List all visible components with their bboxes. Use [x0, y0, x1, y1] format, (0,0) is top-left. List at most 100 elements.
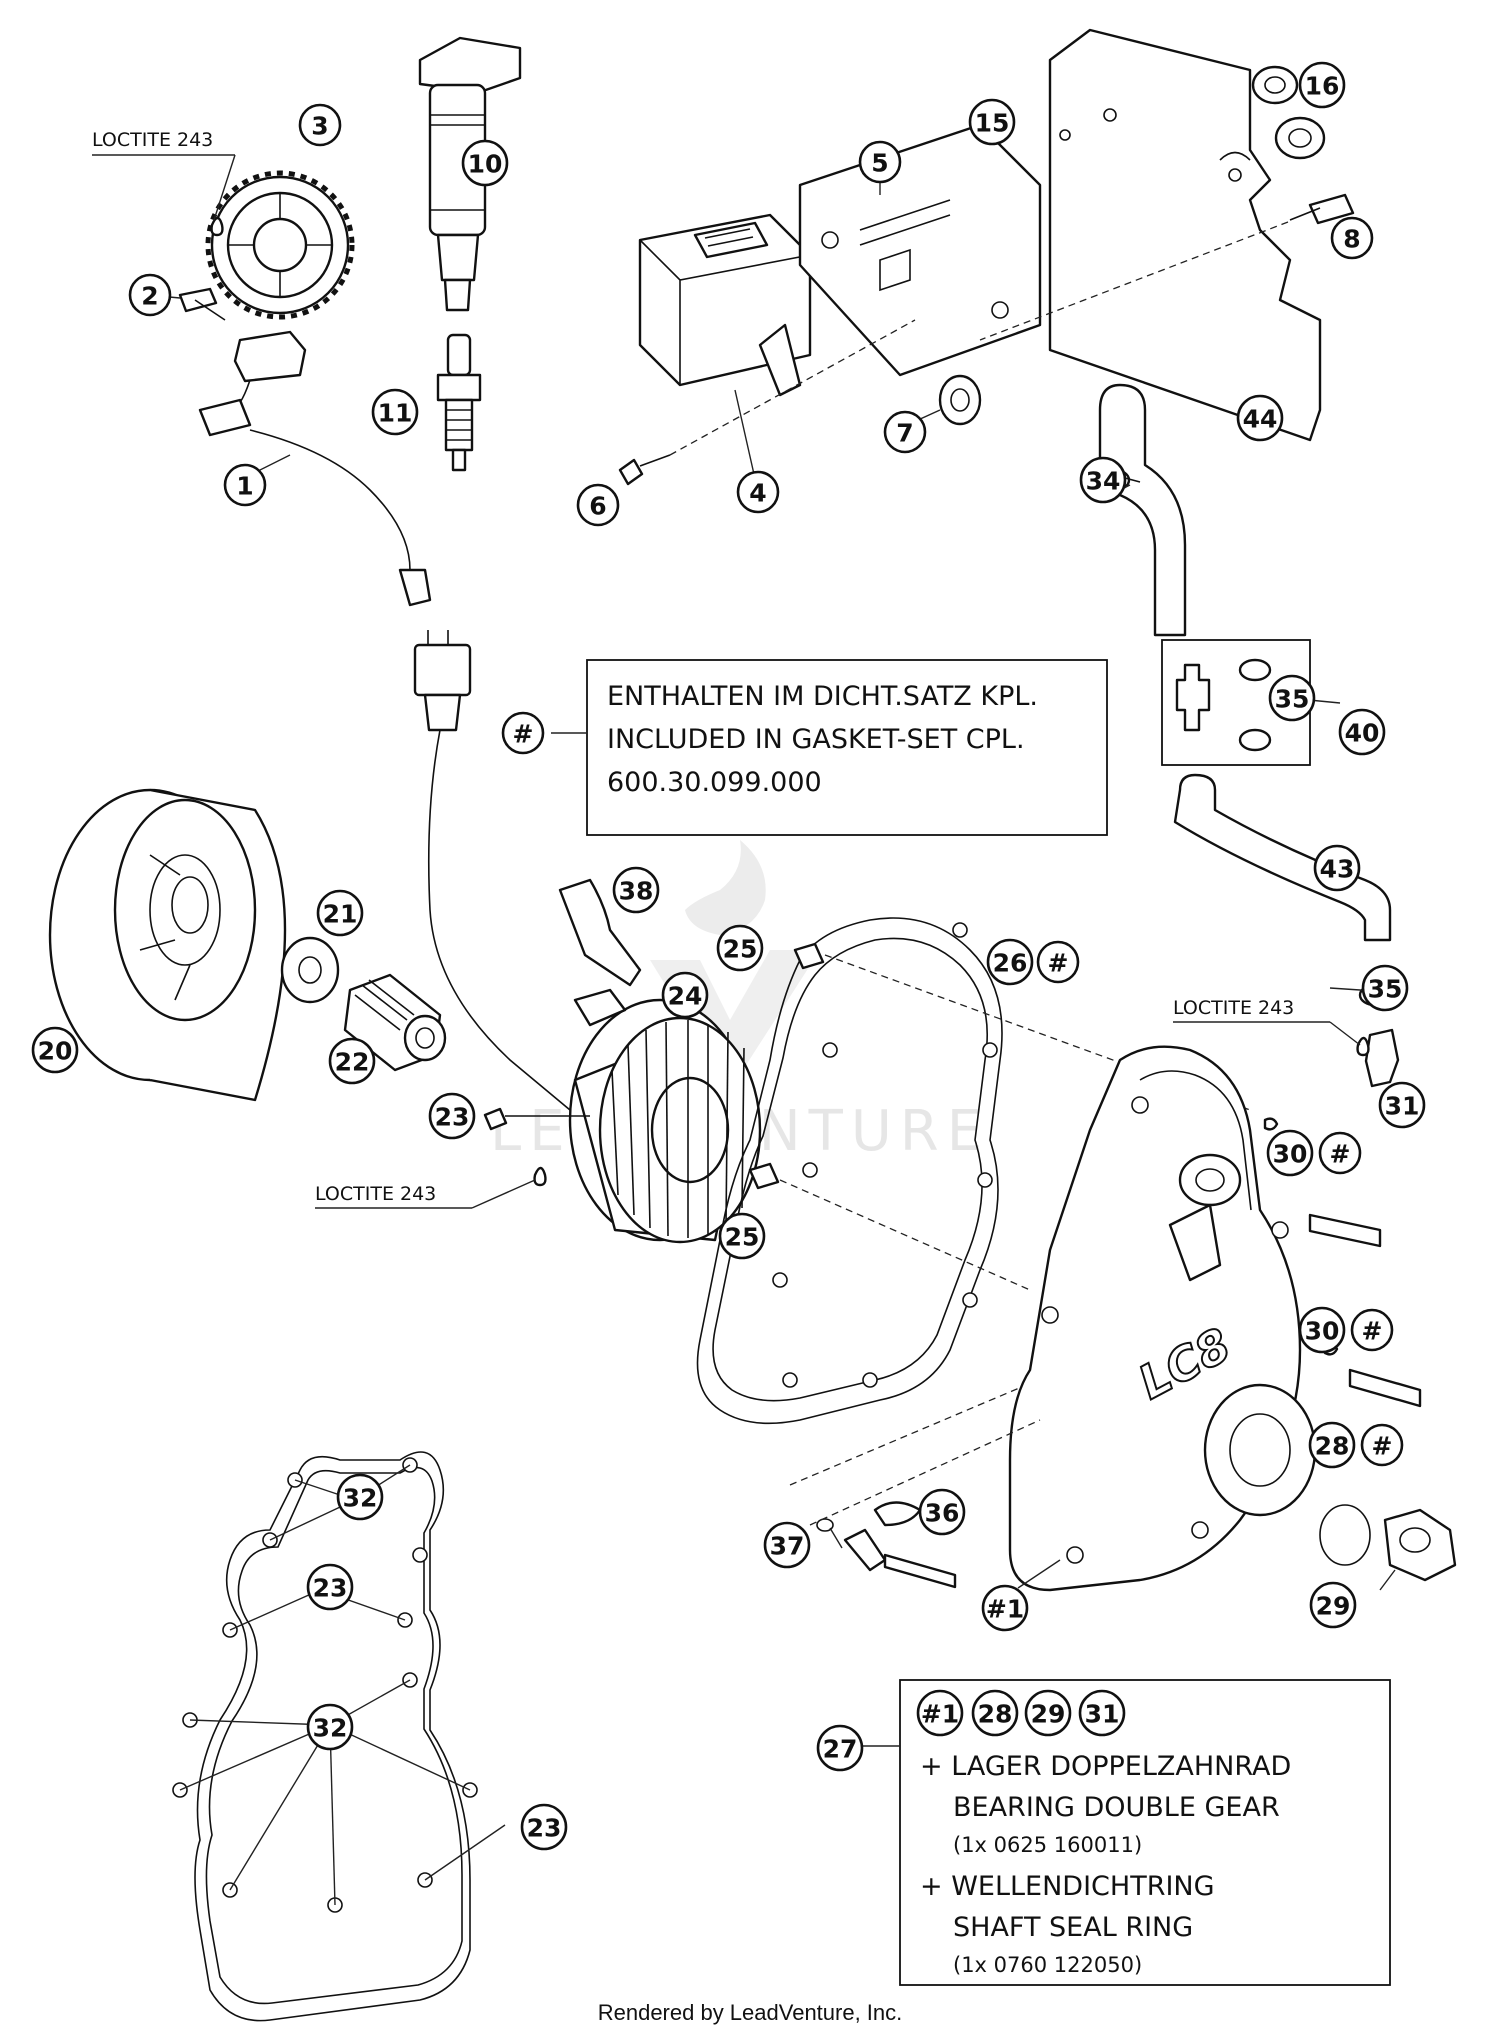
note-line: 600.30.099.000: [607, 767, 822, 798]
part-callout-label: #1: [921, 1700, 959, 1729]
part-callout: #: [1360, 1423, 1404, 1467]
part-callout: #: [501, 711, 545, 755]
control-unit: [638, 213, 812, 397]
part-callout: 4: [736, 470, 780, 514]
note-line: INCLUDED IN GASKET-SET CPL.: [607, 724, 1025, 755]
loctite-labels: LOCTITE 243 LOCTITE 243 LOCTITE 243: [92, 129, 1361, 1209]
part-callout: 38: [612, 866, 660, 914]
part-callout: 29: [1024, 1689, 1072, 1737]
spark-plug: [436, 333, 482, 472]
part-callout: 28: [971, 1689, 1019, 1737]
part-callout: 23: [428, 1092, 476, 1140]
part-callout: 27: [816, 1724, 864, 1772]
part-callout: #: [1318, 1131, 1362, 1175]
stator-cable: [413, 630, 571, 1111]
cover-gasket: [696, 917, 1251, 1486]
cable-clip: [809, 1419, 1041, 1589]
part-callout: #1: [981, 1584, 1029, 1632]
part-callout: 35: [1268, 674, 1316, 722]
part-callout: 20: [31, 1026, 79, 1074]
part-callout-label: 25: [725, 1223, 760, 1252]
part-callout: 22: [328, 1037, 376, 1085]
part-callout: 25: [718, 1212, 766, 1260]
note-line: (1x 0625 160011): [953, 1833, 1142, 1857]
part-callout: 2: [128, 273, 172, 317]
part-callout: #: [1036, 940, 1080, 984]
note-line: ENTHALTEN IM DICHT.SATZ KPL.: [607, 681, 1038, 712]
part-callout: #1: [916, 1689, 964, 1737]
part-callout-label: 25: [723, 935, 758, 964]
part-callout-label: 7: [896, 419, 913, 448]
part-callout-label: 6: [589, 492, 606, 521]
part-callout: 16: [1298, 61, 1346, 109]
part-callout: 1: [223, 463, 267, 507]
part-callout: 23: [520, 1803, 568, 1851]
part-callout-label: 26: [993, 949, 1028, 978]
part-callout-label: 5: [871, 149, 888, 178]
part-callout-label: 43: [1320, 855, 1355, 884]
part-callout: 34: [1079, 456, 1127, 504]
note-line: + LAGER DOPPELZAHNRAD: [920, 1751, 1291, 1782]
part-callout: 37: [763, 1521, 811, 1569]
svg-text:LOCTITE 243: LOCTITE 243: [315, 1183, 436, 1205]
part-callout-label: 37: [770, 1532, 805, 1561]
part-callout-label: 28: [1315, 1432, 1350, 1461]
part-callout-label: 35: [1275, 685, 1310, 714]
part-callout-label: #1: [986, 1595, 1024, 1624]
flywheel-rotor: [48, 788, 287, 1102]
svg-text:LOCTITE 243: LOCTITE 243: [92, 129, 213, 151]
cable-grommet: [558, 878, 642, 987]
part-callout-label: 15: [975, 109, 1010, 138]
part-callout-label: 8: [1343, 225, 1360, 254]
crank-sensor-group: [178, 170, 432, 607]
part-callout: 35: [1361, 964, 1409, 1012]
part-callout-label: 32: [313, 1714, 348, 1743]
part-callout-label: 11: [378, 399, 413, 428]
part-callout-label: 35: [1368, 975, 1403, 1004]
part-callout: 6: [576, 483, 620, 527]
part-callout-label: 36: [925, 1499, 960, 1528]
breather-valve: [1175, 658, 1272, 752]
screw-6: [618, 319, 916, 486]
part-callout: 32: [336, 1473, 384, 1521]
part-callout-label: 3: [311, 112, 328, 141]
part-callout: 24: [661, 971, 709, 1019]
part-callout: 44: [1236, 394, 1284, 442]
part-callout: 30: [1266, 1129, 1314, 1177]
note-line: + WELLENDICHTRING: [920, 1871, 1215, 1902]
part-callout-label: #: [1330, 1140, 1351, 1169]
part-callout-label: 16: [1305, 72, 1340, 101]
note-line: (1x 0760 122050): [953, 1953, 1142, 1977]
part-callout: 3: [298, 103, 342, 147]
mounting-bracket: [798, 123, 1042, 377]
part-callout: 11: [371, 388, 419, 436]
part-callout-label: 38: [619, 877, 654, 906]
part-callout-label: #: [1048, 949, 1069, 978]
part-callout-label: 10: [468, 150, 503, 179]
loctite-label: LOCTITE 243: [315, 1179, 536, 1209]
grommet-pair: [1251, 65, 1326, 160]
part-callout-label: 21: [323, 900, 358, 929]
part-callout-label: 34: [1086, 467, 1121, 496]
part-callout-label: #: [513, 720, 534, 749]
mounting-plate: [1048, 28, 1322, 442]
part-callout: 26: [986, 938, 1034, 986]
gasket-set-note: ENTHALTEN IM DICHT.SATZ KPL. INCLUDED IN…: [551, 659, 1108, 836]
part-callout-label: 1: [236, 472, 253, 501]
stator: [568, 988, 762, 1244]
part-callout: 32: [306, 1703, 354, 1751]
part-callout: 15: [968, 98, 1016, 146]
note-line: SHAFT SEAL RING: [953, 1912, 1193, 1943]
part-callout: 30: [1298, 1306, 1346, 1354]
part-callout-label: 4: [749, 479, 766, 508]
part-callout-label: 31: [1085, 1700, 1120, 1729]
part-callout-label: #: [1372, 1432, 1393, 1461]
part-callout-label: 40: [1345, 719, 1380, 748]
ignition-coil: [418, 36, 522, 312]
part-callout: 10: [461, 139, 509, 187]
part-callout-label: 24: [668, 982, 703, 1011]
part-callout-label: 28: [978, 1700, 1013, 1729]
part-callout-label: 30: [1273, 1140, 1308, 1169]
washer: [280, 936, 340, 1004]
